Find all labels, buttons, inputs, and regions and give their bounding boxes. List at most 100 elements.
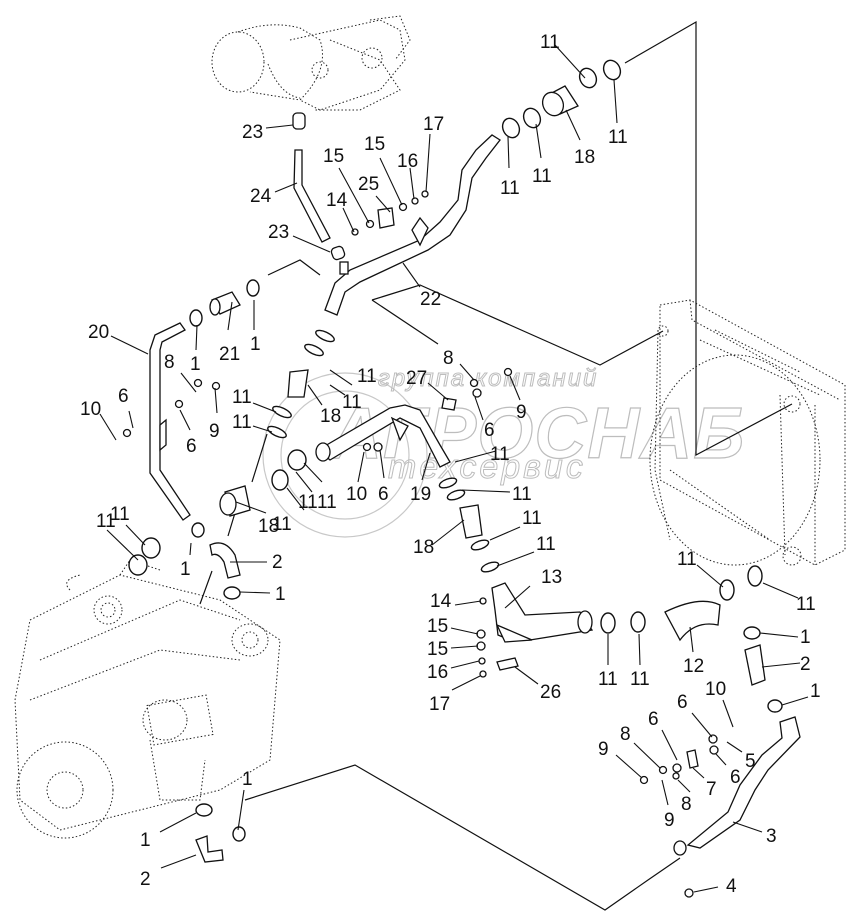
watermark-line1: группа компаний xyxy=(378,365,598,392)
pipe-22 xyxy=(324,134,501,316)
callout-label: 1 xyxy=(250,334,261,355)
pipe-3 xyxy=(673,626,801,856)
callout-label: 8 xyxy=(681,794,692,815)
bracket-25 xyxy=(377,207,395,229)
callout-label: 21 xyxy=(219,344,240,365)
turbocharger-assembly xyxy=(211,15,411,111)
callout-label: 1 xyxy=(810,681,821,702)
callout-label: 11 xyxy=(522,508,542,529)
callout-label: 6 xyxy=(484,420,495,441)
callout-label: 11 xyxy=(796,594,816,615)
callout-label: 6 xyxy=(648,709,659,730)
callout-label: 17 xyxy=(423,114,444,135)
callout-label: 13 xyxy=(541,567,562,588)
callouts: 11 11 17 15 16 23 15 25 11 11 18 24 14 2… xyxy=(80,32,821,897)
hose-12 xyxy=(600,565,763,642)
bottom-left-items xyxy=(128,537,246,863)
callout-label: 12 xyxy=(683,656,704,677)
callout-label: 11 xyxy=(342,392,362,413)
callout-label: 11 xyxy=(110,504,130,525)
callout-label: 4 xyxy=(726,876,737,897)
callout-label: 14 xyxy=(430,591,452,612)
callout-label: 1 xyxy=(275,584,286,605)
callout-label: 11 xyxy=(677,549,697,570)
callout-label: 9 xyxy=(516,402,527,423)
callout-label: 27 xyxy=(406,368,427,389)
callout-label: 9 xyxy=(209,421,220,442)
callout-label: 15 xyxy=(323,146,344,167)
callout-label: 11 xyxy=(532,166,552,187)
pipe-19 xyxy=(315,404,451,468)
engine-block xyxy=(14,559,281,839)
callout-label: 11 xyxy=(490,444,510,465)
pipe-24 xyxy=(292,112,346,261)
callout-label: 16 xyxy=(397,151,418,172)
callout-label: 1 xyxy=(242,769,253,790)
callout-label: 11 xyxy=(96,511,116,532)
callout-label: 15 xyxy=(427,616,448,637)
callout-label: 1 xyxy=(190,354,201,375)
watermark-gear-outer xyxy=(262,372,428,538)
callout-label: 11 xyxy=(232,412,252,433)
callout-label: 10 xyxy=(346,484,367,505)
callout-label: 22 xyxy=(420,289,441,310)
callout-label: 24 xyxy=(250,186,272,207)
callout-label: 7 xyxy=(706,779,717,800)
callout-label: 11 xyxy=(298,492,318,513)
callout-label: 6 xyxy=(118,386,129,407)
callout-label: 11 xyxy=(357,366,377,387)
watermark-gear-inner xyxy=(280,390,410,520)
callout-label: 11 xyxy=(317,492,337,513)
callout-label: 10 xyxy=(80,399,101,420)
callout-label: 11 xyxy=(608,127,628,148)
callout-label: 2 xyxy=(140,869,151,890)
callout-label: 14 xyxy=(326,190,348,211)
callout-label: 9 xyxy=(664,810,675,831)
pipe-13 xyxy=(491,582,594,643)
callout-label: 11 xyxy=(630,669,650,690)
callout-label: 6 xyxy=(730,767,741,788)
callout-label: 20 xyxy=(88,322,109,343)
callout-label: 25 xyxy=(358,174,379,195)
callout-label: 19 xyxy=(410,484,431,505)
callout-label: 1 xyxy=(140,830,151,851)
callout-label: 1 xyxy=(180,559,191,580)
callout-label: 18 xyxy=(320,406,341,427)
callout-label: 6 xyxy=(378,484,389,505)
clamps-top xyxy=(501,59,622,139)
callout-label: 5 xyxy=(745,751,756,772)
pipe-20 xyxy=(149,322,191,521)
callout-label: 1 xyxy=(800,627,811,648)
radiator xyxy=(649,299,846,566)
callout-label: 11 xyxy=(536,534,556,555)
callout-label: 8 xyxy=(443,348,454,369)
callout-label: 10 xyxy=(705,679,726,700)
callout-label: 15 xyxy=(427,639,448,660)
callout-label: 17 xyxy=(429,694,450,715)
callout-label: 9 xyxy=(598,739,609,760)
callout-label: 23 xyxy=(268,222,289,243)
callout-label: 6 xyxy=(677,692,688,713)
hardware-small xyxy=(122,190,719,898)
callout-label: 11 xyxy=(598,669,618,690)
callout-label: 23 xyxy=(242,122,263,143)
callout-label: 11 xyxy=(540,32,560,53)
callout-label: 11 xyxy=(500,178,520,199)
callout-label: 18 xyxy=(413,537,434,558)
callout-label: 11 xyxy=(272,514,292,535)
callout-label: 26 xyxy=(540,682,561,703)
callout-label: 18 xyxy=(574,147,595,168)
callout-label: 11 xyxy=(232,387,252,408)
hose-21 xyxy=(189,279,260,327)
callout-label: 8 xyxy=(620,724,631,745)
clamps-lower-middle xyxy=(438,477,500,573)
callout-label: 3 xyxy=(766,826,777,847)
clamps-middle xyxy=(191,329,335,538)
callout-label: 18 xyxy=(258,516,279,537)
callout-label: 8 xyxy=(164,352,175,373)
callout-label: 11 xyxy=(512,484,532,505)
callout-label: 2 xyxy=(800,654,811,675)
callout-label: 16 xyxy=(427,662,448,683)
callout-label: 2 xyxy=(272,552,283,573)
